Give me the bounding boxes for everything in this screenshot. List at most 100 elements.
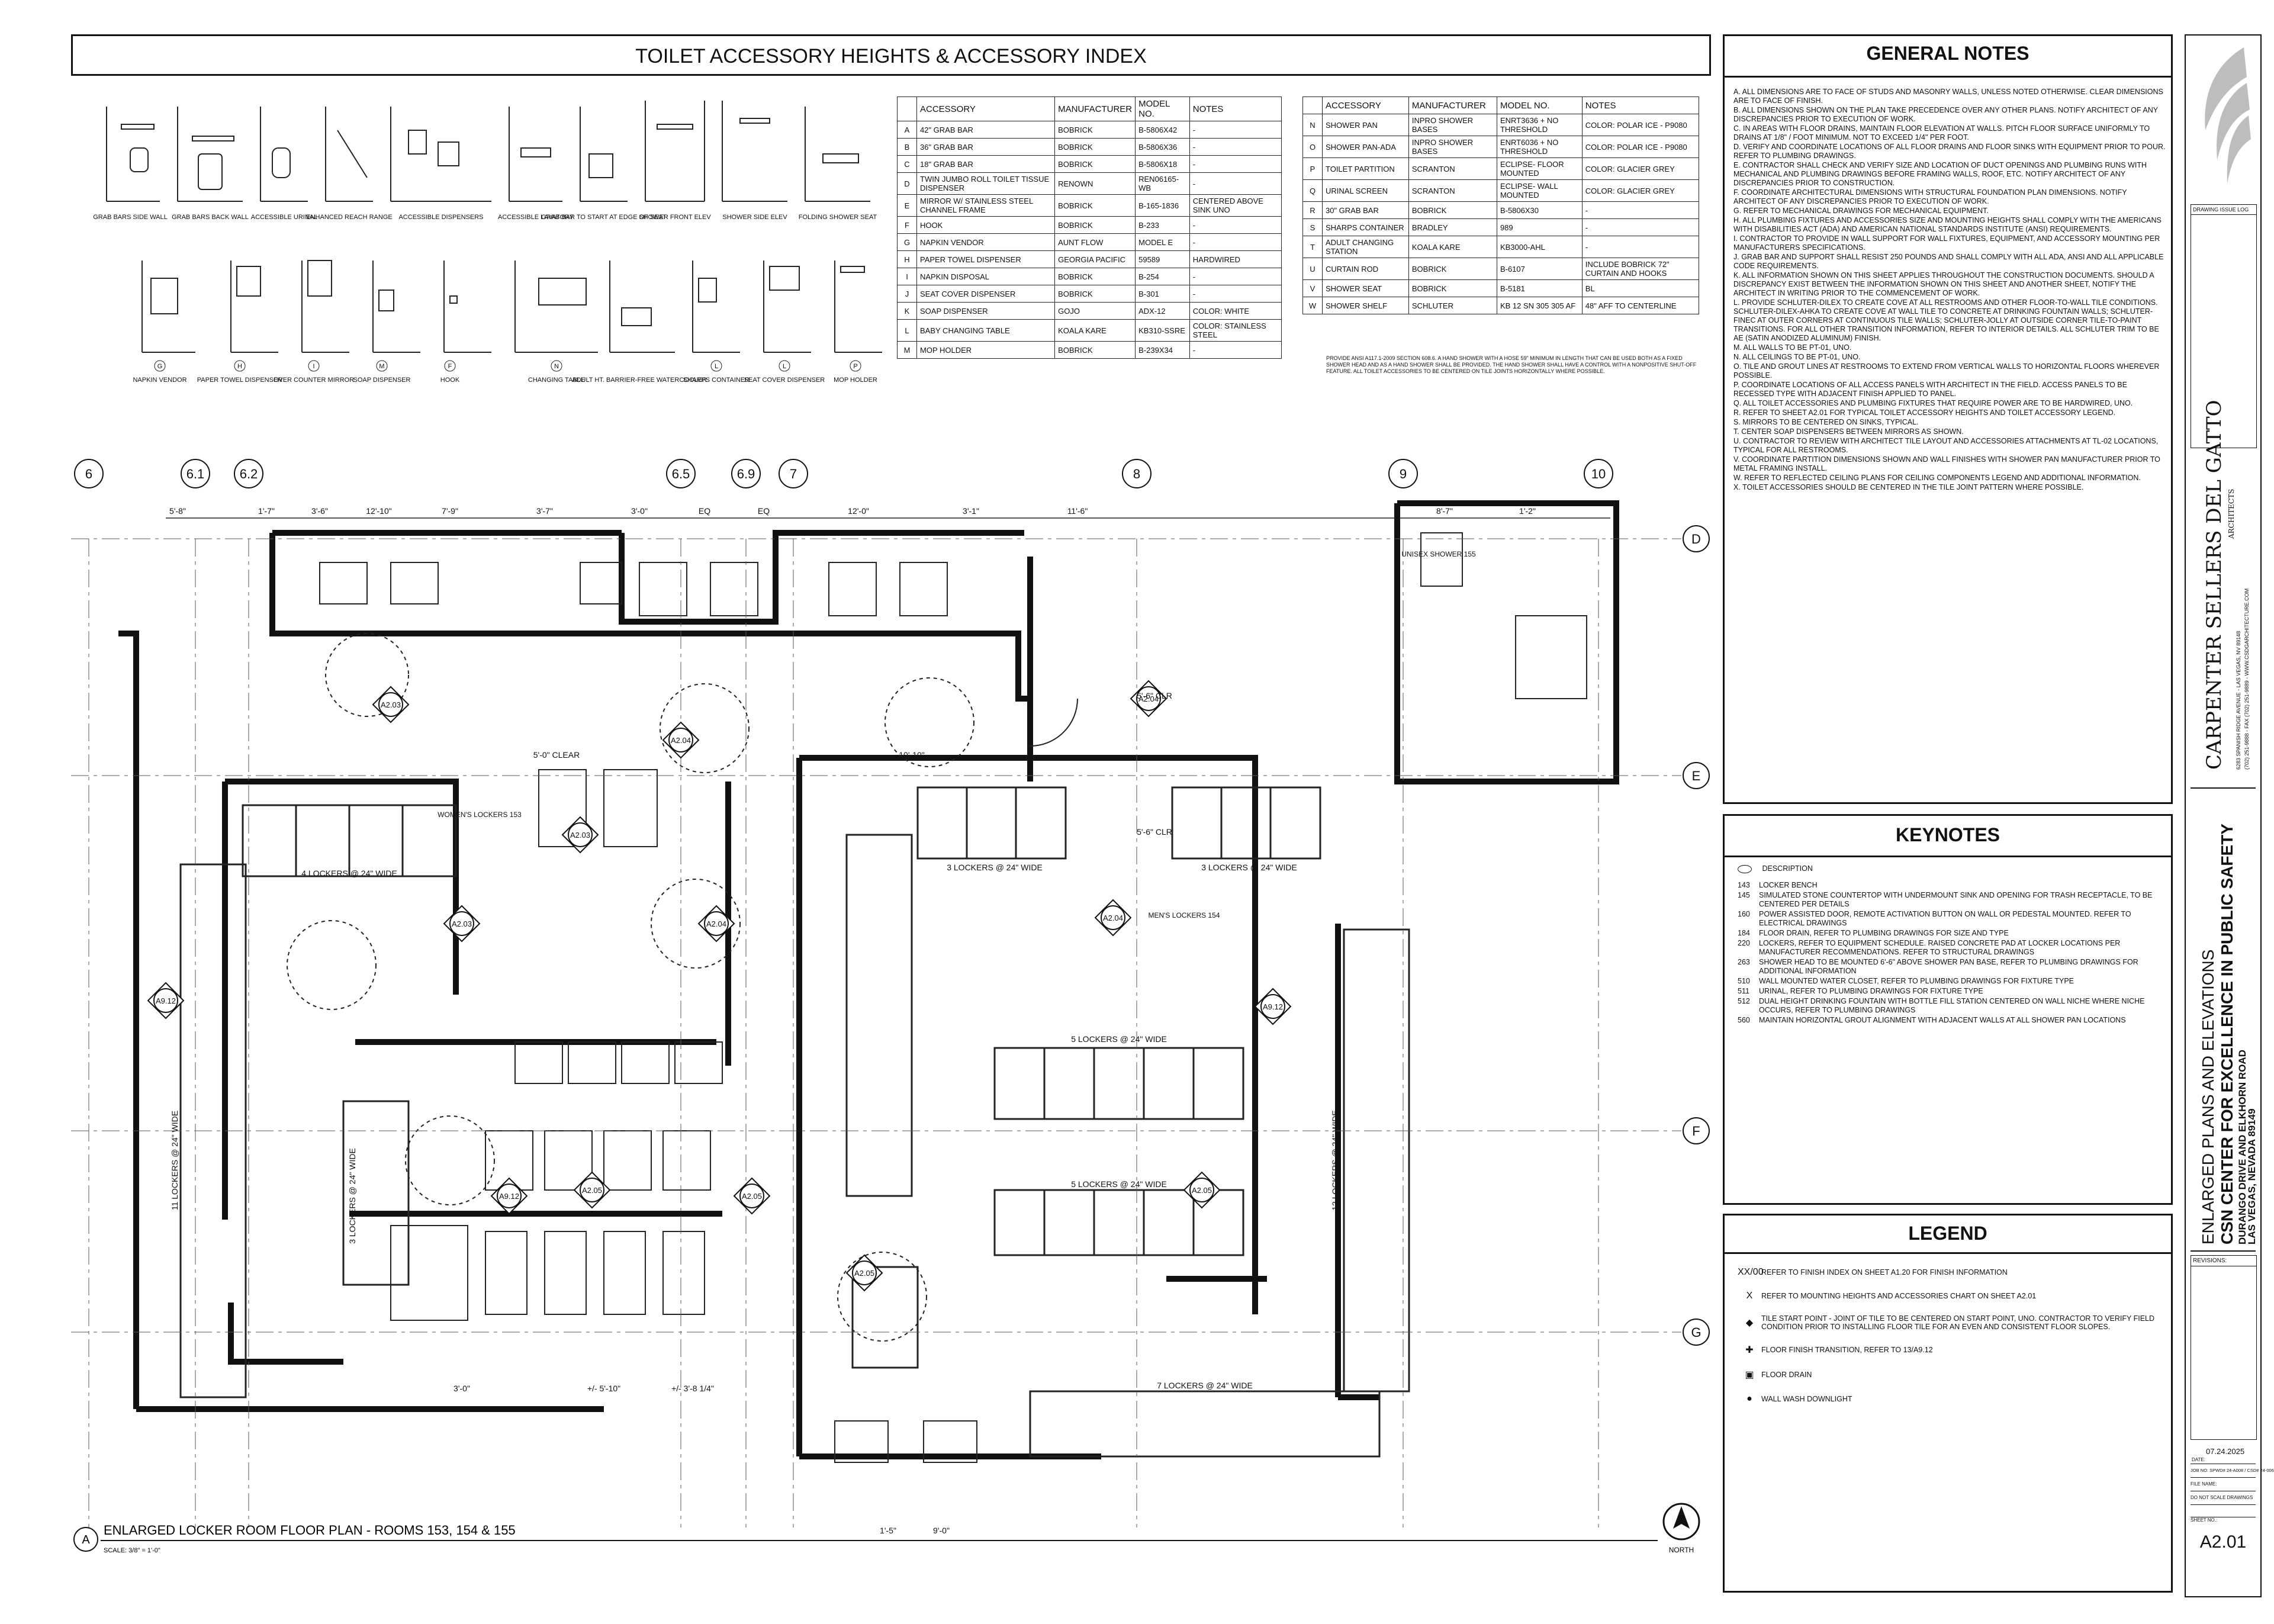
tag-cell: P	[1302, 157, 1323, 180]
model-cell: B-239X34	[1135, 341, 1190, 359]
general-note: T. CENTER SOAP DISPENSERS BETWEEN MIRROR…	[1733, 427, 1964, 436]
general-note: U. CONTRACTOR TO REVIEW WITH ARCHITECT T…	[1733, 437, 2159, 454]
col-notes: NOTES	[1189, 97, 1282, 121]
grid-col-label: 6.1	[186, 467, 205, 481]
legend-row: ▣FLOOR DRAIN	[1738, 1369, 2164, 1381]
section-callout-icon: A9.12	[147, 982, 185, 1020]
tag-cell: S	[1302, 218, 1323, 236]
keynote-row: 512 DUAL HEIGHT DRINKING FOUNTAIN WITH BO…	[1738, 997, 2164, 1015]
dimension-label: 3'-1"	[963, 506, 979, 516]
dimension-label: +/- 5'-10"	[587, 1384, 620, 1393]
revisions-block: REVISIONS:	[2191, 1255, 2257, 1440]
keynote-row: 220 LOCKERS, REFER TO EQUIPMENT SCHEDULE.…	[1738, 939, 2164, 957]
elev-label: SHOWER FRONT ELEV	[639, 214, 711, 221]
model-cell: ECLIPSE- FLOOR MOUNTED	[1496, 157, 1583, 180]
general-note: D. VERIFY AND COORDINATE LOCATIONS OF AL…	[1733, 143, 2166, 160]
section-callout-icon: A2.03	[372, 686, 410, 723]
keynote-number: 220	[1738, 939, 1750, 947]
dimension-label: 1'-2"	[1519, 506, 1536, 516]
model-cell: REN06165-WB	[1135, 172, 1190, 195]
accessory-cell: SHOWER SEAT	[1322, 279, 1409, 297]
tag-cell: T	[1302, 236, 1323, 258]
notes-cell: COLOR: GLACIER GREY	[1581, 179, 1700, 202]
notes-cell: INCLUDE BOBRICK 72" CURTAIN AND HOOKS	[1581, 258, 1700, 280]
room-label: MEN'S LOCKERS 154	[1148, 911, 1220, 919]
tag-cell: L	[897, 319, 917, 342]
section-callout-icon: A9.12	[1254, 988, 1292, 1025]
model-cell: B-5806X36	[1135, 138, 1190, 156]
legend-symbol-icon: ◆	[1745, 1318, 1754, 1328]
keynote-row: 263 SHOWER HEAD TO BE MOUNTED 6'-6" ABOVE…	[1738, 958, 2164, 976]
col-manufacturer: MANUFACTURER	[1408, 97, 1497, 114]
callout-label: A2.05	[742, 1192, 762, 1201]
general-note: W. REFER TO REFLECTED CEILING PLANS FOR …	[1733, 474, 2141, 482]
elev-label: GRAB BARS SIDE WALL	[93, 214, 168, 221]
dimension-label: 1'-7"	[258, 506, 275, 516]
legend-row: ◆ TILE START POINT - JOINT OF TILE TO BE …	[1738, 1314, 2164, 1331]
keynote-number: 512	[1738, 997, 1750, 1005]
manufacturer-cell: SCRANTON	[1408, 179, 1497, 202]
model-cell: B-6107	[1496, 258, 1583, 280]
keynote-description: LOCKERS, REFER TO EQUIPMENT SCHEDULE. RA…	[1759, 939, 2121, 956]
keynote-number: 560	[1738, 1016, 1750, 1024]
elev-tag: F	[448, 363, 452, 370]
keynote-number: 263	[1738, 958, 1750, 966]
manufacturer-cell: KOALA KARE	[1408, 236, 1497, 258]
grid-col-label: 8	[1133, 467, 1140, 481]
model-cell: B-254	[1135, 268, 1190, 285]
drawing-issue-log: DRAWING ISSUE LOG	[2191, 204, 2257, 448]
accessory-cell: SEAT COVER DISPENSER	[916, 285, 1056, 303]
firm-logo-icon	[2205, 47, 2251, 184]
notes-cell: -	[1189, 285, 1282, 303]
manufacturer-cell: BOBRICK	[1054, 138, 1136, 156]
keynote-number: 145	[1738, 891, 1750, 899]
keynote-description: SHOWER HEAD TO BE MOUNTED 6'-6" ABOVE SH…	[1759, 958, 2138, 975]
keynote-description: POWER ASSISTED DOOR, REMOTE ACTIVATION B…	[1759, 910, 2131, 927]
keynote-description: WALL MOUNTED WATER CLOSET, REFER TO PLUM…	[1759, 977, 2074, 985]
accessory-cell: PAPER TOWEL DISPENSER	[916, 250, 1056, 268]
accessory-cell: SHARPS CONTAINER	[1322, 218, 1409, 236]
manufacturer-cell: AUNT FLOW	[1054, 233, 1136, 251]
model-cell: ADX-12	[1135, 302, 1190, 320]
legend-description: TILE START POINT - JOINT OF TILE TO BE C…	[1761, 1314, 2155, 1331]
callout-label: A2.05	[582, 1186, 602, 1195]
keynote-description: DUAL HEIGHT DRINKING FOUNTAIN WITH BOTTL…	[1759, 997, 2145, 1014]
notes-cell: -	[1581, 236, 1700, 258]
legend-symbol-icon: ✚	[1745, 1345, 1754, 1355]
tag-cell: E	[897, 194, 917, 217]
elev-tag: N	[554, 363, 559, 370]
tag-cell: O	[1302, 136, 1323, 158]
firm-phone: (702) 251-9888 - FAX (702) 251-9889 - WW…	[2244, 588, 2250, 770]
elev-label: ADULT HT. BARRIER-FREE WATERCOOLER	[572, 377, 707, 384]
general-note: P. COORDINATE LOCATIONS OF ALL ACCESS PA…	[1733, 381, 2127, 398]
grid-bubble: D	[1683, 525, 1710, 552]
elev-label: SEAT COVER DISPENSER	[744, 377, 825, 384]
notes-cell: -	[1189, 138, 1282, 156]
keynote-description: URINAL, REFER TO PLUMBING DRAWINGS FOR F…	[1759, 987, 1983, 995]
legend-description: REFER TO FINISH INDEX ON SHEET A1.20 FOR…	[1761, 1268, 2008, 1276]
manufacturer-cell: SCHLUTER	[1408, 297, 1497, 314]
section-callout-icon: A2.05	[845, 1254, 883, 1292]
revisions-label: REVISIONS:	[2191, 1256, 2256, 1266]
manufacturer-cell: BOBRICK	[1054, 341, 1136, 359]
locker-label: 3 LOCKERS @ 24" WIDE	[348, 1148, 357, 1244]
general-notes-title: GENERAL NOTES	[1866, 43, 2029, 64]
general-note: S. MIRRORS TO BE CENTERED ON SINKS, TYPI…	[1733, 418, 1919, 426]
grid-col-label: 6.9	[737, 467, 755, 481]
elev-label: GRAB BARS BACK WALL	[172, 214, 249, 221]
accessory-cell: TWIN JUMBO ROLL TOILET TISSUE DISPENSER	[916, 172, 1056, 195]
elev-label: SHARPS CONTAINER	[683, 377, 750, 384]
manufacturer-cell: BOBRICK	[1054, 216, 1136, 234]
accessory-cell: NAPKIN DISPOSAL	[916, 268, 1056, 285]
